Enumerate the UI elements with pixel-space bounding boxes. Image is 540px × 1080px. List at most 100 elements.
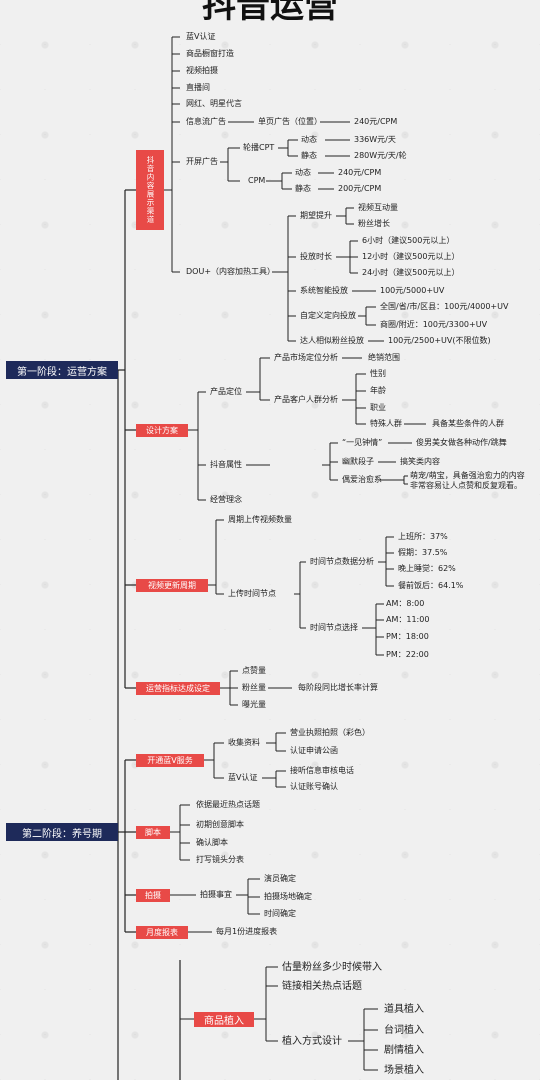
ads-item-3: 直播间 [186,83,210,92]
phase1-box: 第一阶段：运营方案 [6,361,118,379]
product-c3: 剧情植入 [384,1045,424,1056]
dou-smart: 系统智能投放 [300,286,348,295]
script-c: 确认脚本 [196,838,228,847]
cpm-dyn: 动态 [295,168,311,177]
script-b: 初期创意脚本 [196,820,244,829]
collect-b: 认证申请公函 [290,746,338,755]
dou-duration: 投放时长 [300,252,332,261]
collect: 收集资料 [228,738,260,747]
product-c2: 台词植入 [384,1025,424,1036]
shoot-matter: 拍摄事宜 [200,890,232,899]
product-c1: 道具植入 [384,1004,424,1015]
attr-c-value1: 萌宠/萌宝，具备强治愈力的内容 [410,471,525,480]
feed-ad: 信息流广告 [186,117,226,126]
crowd-d-value: 具备某些条件的人群 [432,419,504,428]
script-d: 打写镜头分表 [196,855,244,864]
market: 产品市场定位分析 [274,353,338,362]
crowd: 产品客户人群分析 [274,395,338,404]
product-box: 商品植入 [194,1012,254,1027]
report-value: 每月1份进度报表 [216,927,278,936]
select: 时间节点选择 [310,623,358,632]
open-ad: 开屏广告 [186,157,218,166]
market-value: 绝销范围 [368,353,400,362]
ads-item-4: 网红、明星代言 [186,99,242,108]
shoot-a: 演员确定 [264,874,296,883]
crowd-a: 性别 [370,369,386,378]
cpt: 轮播CPT [243,143,275,152]
kpi-a: 点赞量 [242,666,266,675]
dou-expect-a: 视频互动量 [358,203,398,212]
dou-similar-value: 100元/2500+UV(不限位数) [388,336,491,345]
douyin-attr: 抖音属性 [210,460,242,469]
cpm-static-price: 200元/CPM [338,184,382,193]
report-box: 月度报表 [136,926,188,939]
page-title: 抖音运营 [202,0,338,26]
product-a: 估量粉丝多少时候带入 [282,962,382,973]
select-a: AM：8:00 [386,599,425,608]
crowd-b: 年龄 [370,386,386,395]
shoot-box: 拍摄 [136,889,170,902]
cpt-dyn-price: 336W元/天 [354,135,396,144]
philosophy: 经营理念 [210,495,242,504]
dou-plus: DOU+（内容加热工具） [186,267,276,276]
dou-duration-a: 6小时（建议500元以上） [362,236,455,245]
script-a: 依据最近热点话题 [196,800,260,809]
dou-duration-c: 24小时（建议500元以上） [362,268,460,277]
analysis-d: 餐前饭后：64.1% [398,581,464,590]
position: 产品定位 [210,387,242,396]
cert-b: 认证账号确认 [290,782,338,791]
bluev-box: 开通蓝V服务 [136,754,204,767]
crowd-c: 职业 [370,403,386,412]
phase2-box: 第二阶段：养号期 [6,823,118,841]
attr-b: 幽默段子 [342,457,374,466]
kpi-box: 运营指标达成设定 [136,682,220,695]
dou-custom-b: 商圈/附近：100元/3300+UV [380,320,488,329]
attr-a: “一见钟情” [342,438,383,447]
cpt-static: 静态 [301,151,317,160]
dou-custom: 自定义定向投放 [300,311,356,320]
cpt-dyn: 动态 [301,135,317,144]
ads-item-2: 视频拍摄 [186,66,218,75]
ads-item-1: 商品橱窗打造 [186,49,234,58]
weekly: 周期上传视频数量 [228,515,292,524]
ads-item-0: 蓝V认证 [186,32,216,41]
cpm-dyn-price: 240元/CPM [338,168,382,177]
crowd-d: 特殊人群 [370,419,402,428]
select-c: PM：18:00 [386,632,429,641]
analysis-b: 假期：37.5% [398,548,448,557]
analysis: 时间节点数据分析 [310,557,374,566]
dou-expect-b: 粉丝增长 [358,219,390,228]
kpi-b-value: 每阶段同比增长率计算 [298,683,378,692]
upload-nodes: 上传时间节点 [228,589,276,598]
product-c: 植入方式设计 [282,1036,342,1047]
script-box: 脚本 [136,826,170,839]
select-b: AM：11:00 [386,615,430,624]
design-box: 设计方案 [136,424,188,437]
cert-a: 接听信息审核电话 [290,766,354,775]
update-box: 视频更新周期 [136,579,208,592]
attr-c: 偶爱治愈系 [342,475,382,484]
shoot-b: 拍摄场地确定 [264,892,312,901]
attr-a-value: 俊男美女做各种动作/跳舞 [416,438,507,447]
product-b: 链接相关热点话题 [282,981,362,992]
feed-ad-child: 单页广告（位置） [258,117,322,126]
analysis-a: 上班所：37% [398,532,448,541]
product-c4: 场景植入 [384,1065,424,1076]
attr-c-value2: 非常容易让人点赞和反复观看。 [410,481,522,490]
collect-a: 营业执照拍照（彩色） [290,728,370,737]
shoot-c: 时间确定 [264,909,296,918]
cert: 蓝V认证 [228,773,258,782]
dou-similar: 达人相似粉丝投放 [300,336,364,345]
kpi-c: 曝光量 [242,700,266,709]
cpm-static: 静态 [295,184,311,193]
feed-ad-price: 240元/CPM [354,117,398,126]
dou-custom-a: 全国/省/市/区县：100元/4000+UV [380,302,509,311]
kpi-b: 粉丝量 [242,683,266,692]
cpt-static-price: 280W元/天/轮 [354,151,407,160]
ads-channel-box: 抖音内容展示渠道 [136,150,164,230]
dou-smart-value: 100元/5000+UV [380,286,445,295]
attr-b-value: 搞笑类内容 [400,457,440,466]
select-d: PM：22:00 [386,650,429,659]
